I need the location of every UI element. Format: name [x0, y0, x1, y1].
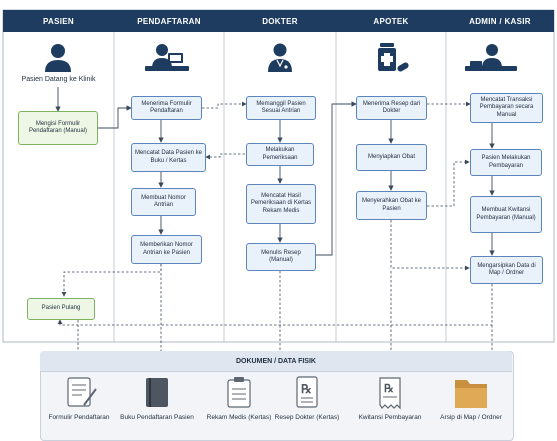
step-give-queue-number: Memberikan Nomor Antrian ke Pasien: [131, 235, 202, 264]
step-archive-data: Mengarsipkan Data di Map / Ordner: [470, 256, 543, 284]
step-create-receipt: Membuat Kwitansi Pembayaran (Manual): [470, 196, 542, 233]
step-record-medical-result: Mencatat Hasil Pemeriksaan di Kertas Rek…: [246, 184, 316, 224]
step-receive-form: Menerima Formulir Pendaftaran: [131, 96, 202, 120]
doc-label-prescription: Resep Dokter (Kertas): [274, 414, 340, 421]
doc-label-receipt: Kwitansi Pembayaran: [358, 414, 422, 421]
doc-label-registration-book: Buku Pendaftaran Pasien: [120, 414, 194, 421]
doc-label-medical-record: Rekam Medis (Kertas): [206, 414, 272, 421]
step-patient-pays: Pasien Melakukan Pembayaran: [470, 149, 542, 176]
step-record-payment: Mencatat Transaksi Pembayaran secara Man…: [470, 93, 543, 123]
step-prepare-medicine: Menyiapkan Obat: [356, 144, 427, 171]
lane-header-admin-kasir: ADMIN / KASIR: [446, 10, 554, 32]
form-icon: [67, 377, 97, 407]
doc-label-registration-form: Formulir Pendaftaran: [48, 414, 110, 421]
step-write-prescription: Menulis Resep (Manual): [246, 243, 316, 271]
lane-header-pasien: PASIEN: [3, 10, 114, 32]
patient-arrival-label: Pasien Datang ke Klinik: [21, 76, 96, 83]
doc-label-archive: Arsip di Map / Ordner: [440, 414, 502, 421]
lane-header-apotek: APOTEK: [336, 10, 446, 32]
folder-icon: [455, 380, 487, 408]
lane-header-pendaftaran: PENDAFTARAN: [114, 10, 224, 32]
clipboard-icon: [227, 377, 251, 408]
book-icon: [146, 378, 168, 407]
step-hand-over-medicine: Menyerahkan Obat ke Pasien: [356, 191, 427, 220]
step-create-queue-number: Membuat Nomor Antrian: [131, 188, 196, 216]
step-receive-prescription: Menerima Resep dari Dokter: [356, 96, 427, 120]
receipt-icon: ℞: [379, 377, 401, 410]
step-fill-registration-form: Mengisi Formulir Pendaftaran (Manual): [18, 111, 98, 145]
cashier-icon: [465, 44, 517, 71]
documents-panel-title: DOKUMEN / DATA FISIK: [40, 351, 512, 372]
doctor-icon: [268, 43, 292, 72]
person-icon: [45, 44, 71, 72]
step-examination: Melakukan Pemeriksaan: [246, 143, 314, 166]
prescription-icon: ℞: [296, 376, 318, 408]
registration-desk-icon: [145, 44, 189, 71]
lane-header-dokter: DOKTER: [224, 10, 336, 32]
svg-text:℞: ℞: [384, 383, 394, 395]
step-call-patient: Memanggil Pasien Sesuai Antrian: [246, 96, 316, 120]
medicine-bottle-icon: [378, 43, 409, 72]
step-patient-goes-home: Pasien Pulang: [27, 298, 95, 320]
svg-text:℞: ℞: [301, 382, 312, 396]
step-record-patient-data: Mencatat Data Pasien ke Buku / Kertas: [131, 143, 206, 172]
